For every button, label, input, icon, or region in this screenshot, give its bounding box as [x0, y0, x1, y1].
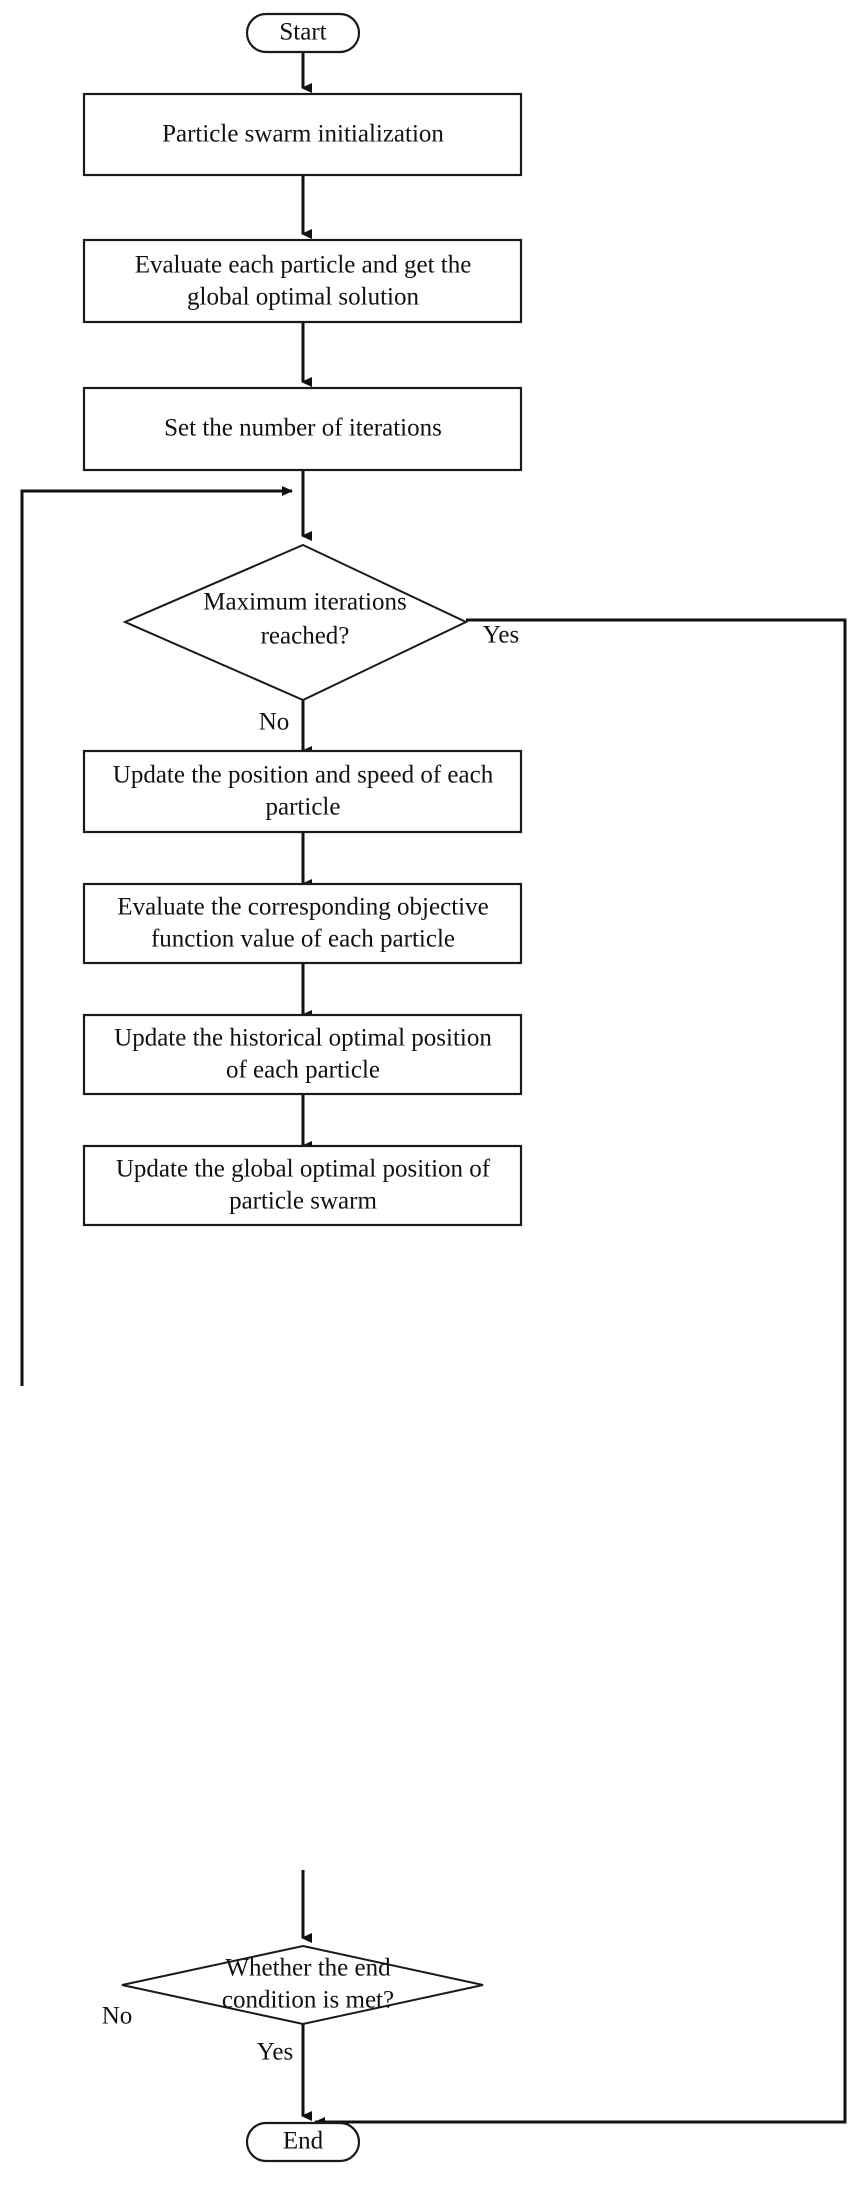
update-global-label-line2: particle swarm: [229, 1188, 377, 1215]
init-shape: [82, 92, 523, 177]
set-iterations-shape: [82, 386, 523, 472]
evaluate-objective-label-line1: Evaluate the corresponding objective: [117, 894, 488, 921]
end-label: End: [283, 2128, 324, 2155]
edge-label-end-condition-no: No: [102, 2003, 133, 2030]
update-pos-speed-label-line2: particle: [266, 794, 341, 821]
update-historical-label-line1: Update the historical optimal position: [114, 1025, 492, 1052]
end-condition-decision-label-line1: Whether the end: [225, 1955, 391, 1982]
evaluate-objective-label-line2: function value of each particle: [151, 926, 455, 953]
max-iter-decision-label-line1: Maximum iterations: [203, 589, 406, 616]
node-update-historical-optimal[interactable]: Update the historical optimal position o…: [82, 1013, 523, 1096]
start-shape: [245, 12, 361, 54]
max-iter-decision-shape: [122, 543, 469, 702]
evaluate-global-label-line2: global optimal solution: [187, 284, 419, 311]
edge-max-iter-yes-to-end: [314, 618, 847, 2127]
end-shape: [245, 2121, 361, 2163]
node-particle-swarm-initialization[interactable]: Particle swarm initialization: [82, 92, 523, 177]
node-max-iterations-decision[interactable]: Maximum iterations reached?: [122, 543, 469, 702]
node-evaluate-objective-function[interactable]: Evaluate the corresponding objective fun…: [82, 882, 523, 965]
edge-label-end-condition-yes: Yes: [257, 2039, 293, 2066]
evaluate-global-label-line1: Evaluate each particle and get the: [135, 252, 472, 279]
init-label: Particle swarm initialization: [162, 121, 444, 148]
node-end-condition-decision[interactable]: Whether the end condition is met?: [121, 1944, 484, 2026]
update-historical-shape: [82, 1013, 523, 1096]
node-update-global-optimal[interactable]: Update the global optimal position of pa…: [82, 1144, 523, 1227]
node-start[interactable]: Start: [245, 12, 361, 54]
node-update-position-speed[interactable]: Update the position and speed of each pa…: [82, 749, 523, 834]
set-iterations-label: Set the number of iterations: [164, 415, 442, 442]
edge-label-max-iter-yes: Yes: [483, 622, 519, 649]
update-global-shape: [82, 1144, 523, 1227]
update-pos-speed-shape: [82, 749, 523, 834]
update-global-label-line1: Update the global optimal position of: [116, 1156, 491, 1183]
edge-end-condition-no-loopback: [20, 486, 293, 1386]
max-iter-decision-label-line2: reached?: [261, 623, 350, 650]
evaluate-global-shape: [82, 238, 523, 324]
start-label: Start: [279, 19, 326, 46]
update-pos-speed-label-line1: Update the position and speed of each: [113, 762, 494, 789]
update-historical-label-line2: of each particle: [226, 1057, 380, 1084]
evaluate-objective-shape: [82, 882, 523, 965]
node-evaluate-global-optimal[interactable]: Evaluate each particle and get the globa…: [82, 238, 523, 324]
end-condition-decision-shape: [121, 1944, 484, 2026]
node-end[interactable]: End: [245, 2121, 361, 2163]
end-condition-decision-label-line2: condition is met?: [222, 1987, 394, 2014]
edge-label-max-iter-no: No: [259, 709, 290, 736]
node-set-number-of-iterations[interactable]: Set the number of iterations: [82, 386, 523, 472]
